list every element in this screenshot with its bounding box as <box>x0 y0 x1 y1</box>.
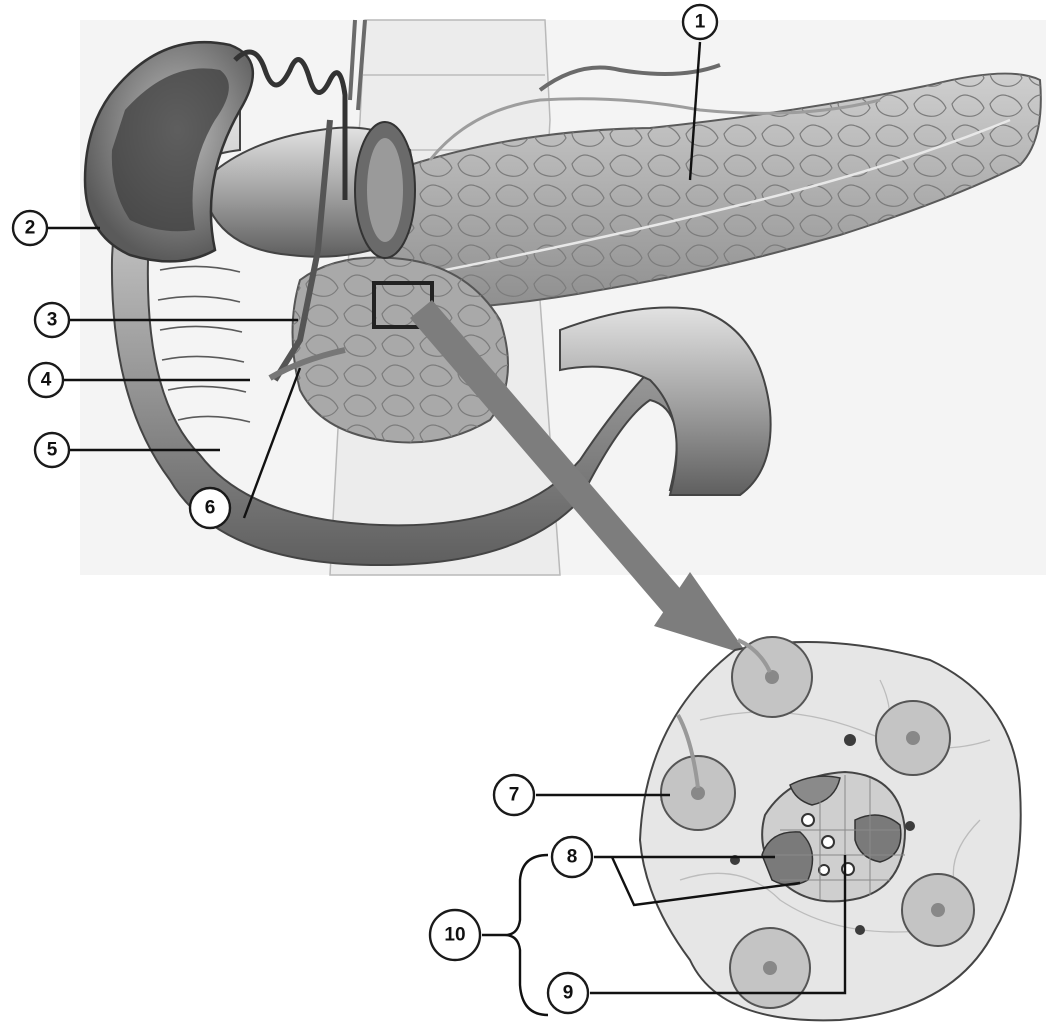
label-7: 7 <box>494 775 534 815</box>
svg-text:4: 4 <box>41 370 52 391</box>
label-9: 9 <box>548 973 588 1013</box>
svg-text:2: 2 <box>25 218 36 239</box>
svg-text:1: 1 <box>695 12 706 33</box>
svg-text:7: 7 <box>509 785 520 806</box>
label-1: 1 <box>683 5 717 39</box>
acinus <box>661 756 735 830</box>
capillary <box>802 814 814 826</box>
tissue-section <box>640 637 1021 1020</box>
label-4: 4 <box>29 363 63 397</box>
svg-text:3: 3 <box>47 310 58 331</box>
label-2: 2 <box>13 211 47 245</box>
acinus <box>732 637 812 717</box>
leader-10 <box>482 855 548 1015</box>
capillary <box>822 836 834 848</box>
label-3: 3 <box>35 303 69 337</box>
svg-text:6: 6 <box>205 498 216 519</box>
label-5: 5 <box>35 433 69 467</box>
svg-text:5: 5 <box>47 440 58 461</box>
svg-text:8: 8 <box>567 847 578 868</box>
acinus <box>902 874 974 946</box>
label-10: 10 <box>430 910 480 960</box>
acinus <box>730 928 810 1008</box>
svg-text:10: 10 <box>444 925 465 946</box>
label-6: 6 <box>190 488 230 528</box>
svg-text:9: 9 <box>563 983 574 1004</box>
label-8: 8 <box>552 837 592 877</box>
acinus <box>876 701 950 775</box>
